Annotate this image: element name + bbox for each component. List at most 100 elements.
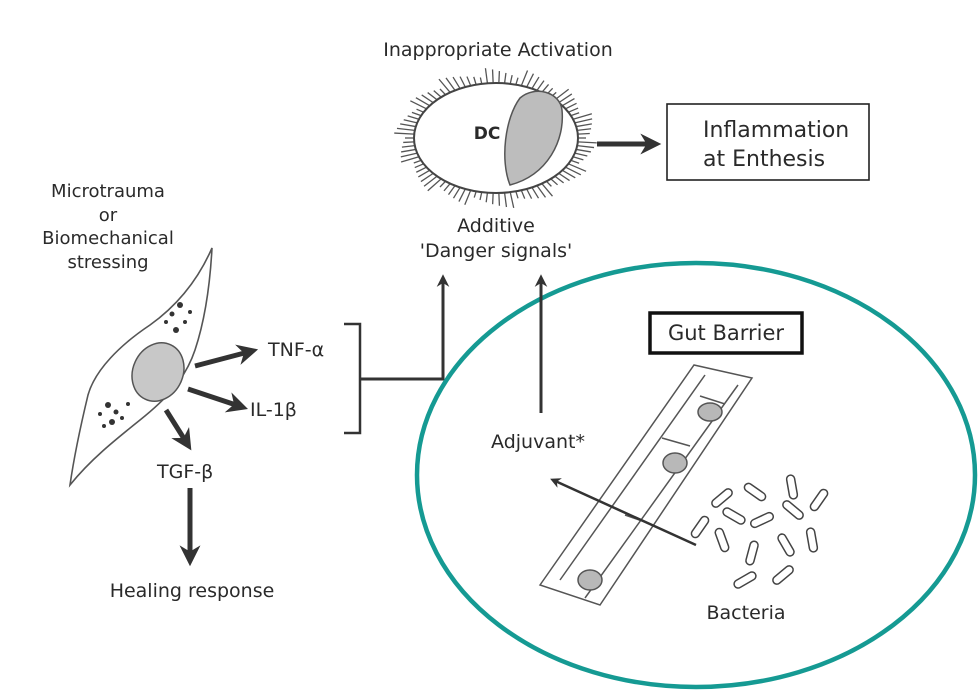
dc-nucleus	[504, 90, 564, 186]
dendrite-spike	[570, 112, 580, 117]
dendrite-spike	[509, 75, 513, 84]
dendrite-spike	[414, 163, 424, 169]
bacterium	[714, 527, 730, 553]
dendrite-spike	[416, 108, 424, 113]
dendrite-spike	[400, 123, 416, 128]
inflammation-label-line1: Inflammation	[703, 118, 849, 143]
microtrauma-line3: Biomechanical	[42, 228, 174, 249]
arrow-bacteria-to-adjuvant	[550, 478, 697, 547]
dendrite-spike	[415, 97, 430, 107]
dendrite-spike	[427, 178, 442, 192]
dendrite-spike	[509, 192, 515, 209]
dendrite-spike	[577, 128, 592, 131]
dendrite-spike	[407, 115, 420, 120]
granule	[164, 320, 168, 324]
dendrite-spike	[550, 178, 558, 186]
dendrite-spike	[401, 145, 415, 148]
dendrite-spike	[558, 172, 570, 182]
microtrauma-line2: or	[99, 205, 118, 226]
dendrite-spike	[410, 100, 427, 110]
dendrite-spike	[443, 183, 451, 192]
dendrite-spike	[520, 70, 529, 86]
granule	[113, 409, 119, 415]
dendrite-spike	[572, 113, 593, 120]
dendrite-spike	[520, 190, 526, 199]
dendrite-spike	[554, 88, 570, 101]
dendrite-spike	[536, 185, 547, 198]
dendrite-spike	[565, 166, 582, 176]
dendrite-spike	[458, 188, 466, 202]
dendrite-spike	[415, 166, 427, 173]
dendrite-spike	[498, 71, 501, 84]
dendrite-spike	[546, 180, 552, 187]
dendrite-spike	[498, 192, 501, 206]
epithelial-barrier	[538, 364, 754, 606]
microtrauma-label: Microtrauma or Biomechanical stressing	[42, 181, 174, 273]
granule	[173, 327, 179, 333]
granule	[105, 402, 111, 408]
dendrite-spike	[570, 159, 580, 164]
dendrite-spike	[411, 111, 422, 117]
additive-label: Additive	[457, 215, 535, 237]
dendrite-spike	[503, 192, 508, 208]
cell-granules	[98, 302, 192, 428]
dendrite-spike	[452, 187, 461, 199]
dendrite-spike	[459, 76, 466, 88]
danger-signals-label: 'Danger signals'	[420, 240, 572, 262]
granule	[169, 311, 175, 317]
dendrite-spike	[565, 102, 577, 110]
cytokine-bracket	[344, 322, 362, 435]
dendrite-spike	[576, 148, 591, 153]
dendrite-spike	[479, 192, 483, 201]
granule	[126, 402, 130, 406]
dendrite-spike	[577, 141, 597, 144]
dendrite-spike	[423, 175, 438, 187]
bacterium	[785, 474, 799, 500]
dendrite-spike	[394, 132, 415, 135]
bacterium	[722, 507, 746, 525]
dendrite-spike	[464, 190, 472, 206]
dendrite-spike	[439, 88, 446, 96]
gut-barrier-label: Gut Barrier	[668, 321, 784, 345]
dendrite-spike	[576, 123, 592, 128]
dendrite-spike	[515, 191, 519, 199]
dendrite-spike	[427, 92, 438, 101]
dendrite-spike	[526, 188, 533, 199]
bacteria-label: Bacteria	[707, 602, 786, 624]
dendrite-spike	[554, 175, 565, 184]
dendrite-spike	[536, 80, 545, 91]
bacterium	[690, 515, 710, 539]
il1-label: IL-1β	[250, 399, 297, 421]
inappropriate-activation-title: Inappropriate Activation	[383, 39, 613, 61]
inflammation-box: Inflammation at Enthesis	[666, 103, 870, 181]
gut-compartment-circle	[414, 260, 978, 690]
dendrite-spike	[400, 156, 420, 163]
dendrite-spike	[526, 73, 535, 88]
dendrite-spike	[401, 148, 416, 153]
microtrauma-line1: Microtrauma	[51, 181, 165, 202]
dendrite-spike	[438, 78, 451, 93]
epithelial-nucleus-1	[697, 402, 723, 422]
granule	[98, 412, 102, 416]
dendrite-spike	[445, 77, 456, 91]
granule	[120, 416, 124, 420]
bacterium	[743, 482, 767, 502]
dendrite-spike	[531, 76, 540, 89]
granule	[102, 424, 106, 428]
microtrauma-line4: stressing	[67, 252, 148, 273]
arrow-to-tnf	[194, 344, 259, 369]
arrow-to-tgf	[163, 408, 192, 451]
dendritic-cell: DC	[394, 68, 597, 209]
dendrite-spike	[466, 76, 472, 86]
dendrite-spike	[574, 118, 593, 124]
adjuvant-label: Adjuvant*	[491, 431, 585, 453]
granule	[183, 320, 187, 324]
dendrite-spike	[433, 90, 442, 98]
dendrite-spike	[452, 76, 461, 89]
dendrite-spike	[439, 180, 446, 188]
dendrite-spike	[447, 185, 456, 196]
dendrite-spike	[491, 69, 494, 84]
bacterium	[777, 533, 795, 557]
dendrite-spike	[574, 152, 588, 157]
dendrite-spike	[558, 93, 573, 104]
